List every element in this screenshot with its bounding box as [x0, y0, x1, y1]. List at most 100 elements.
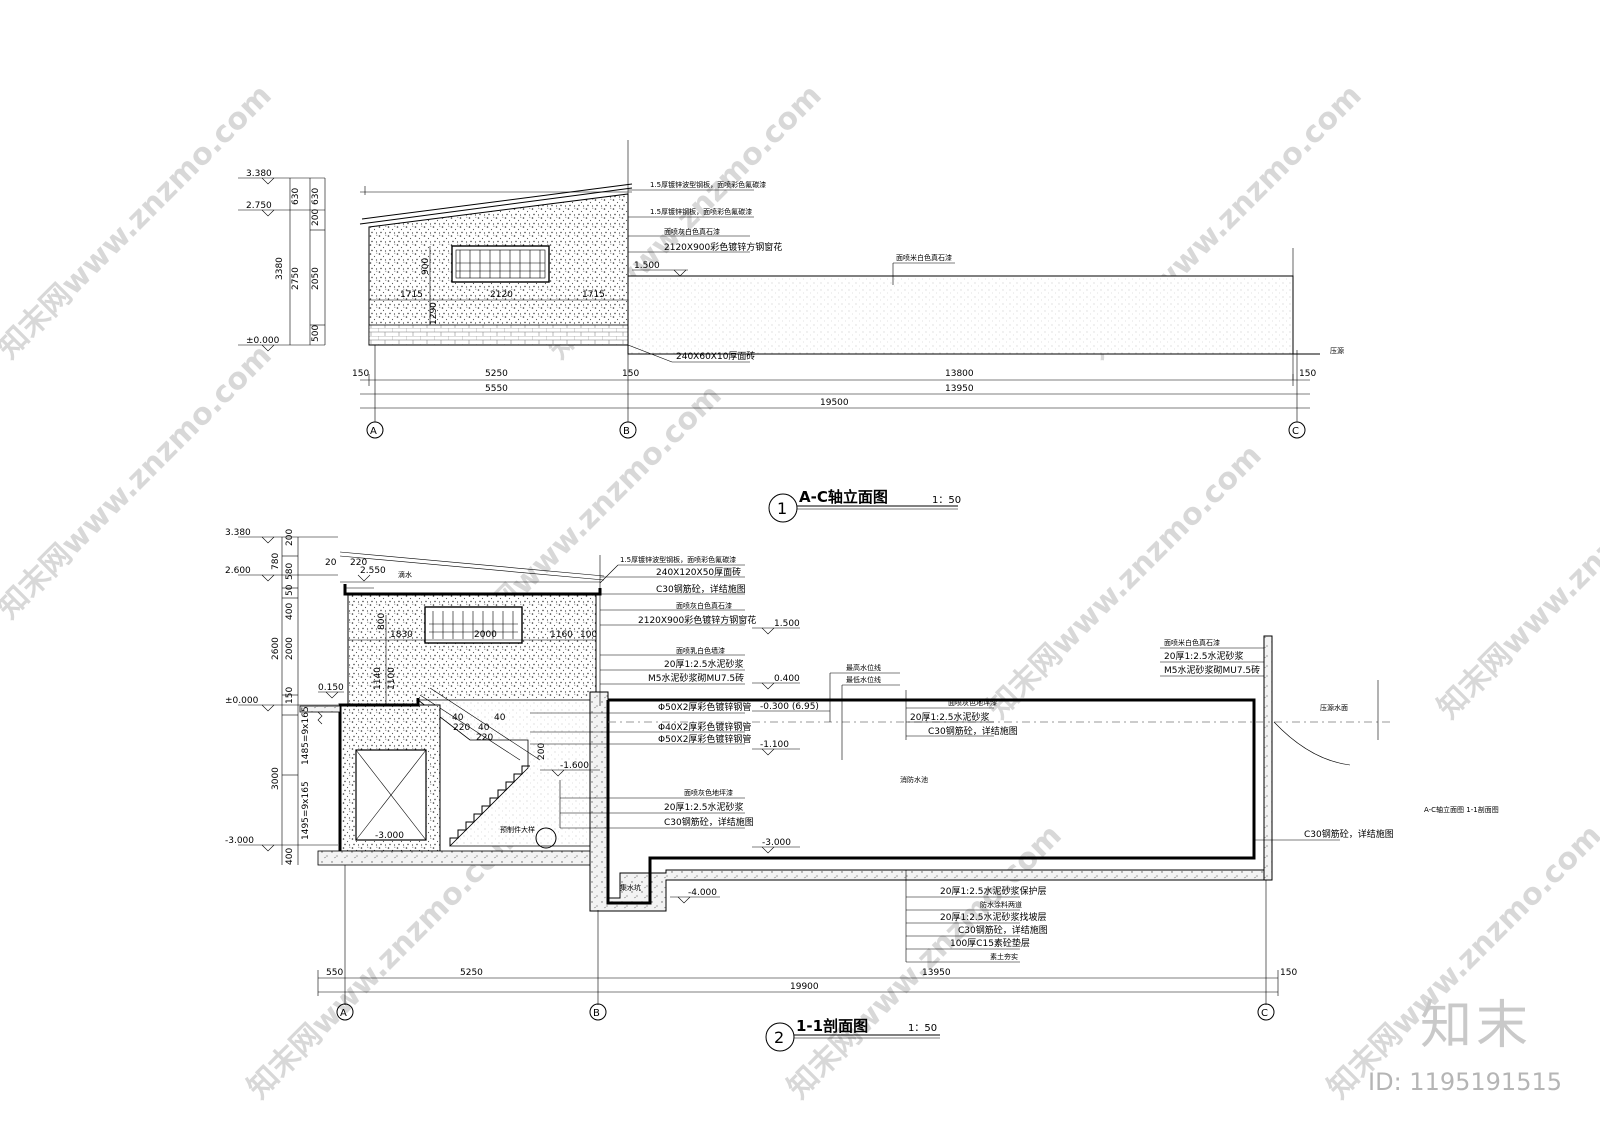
- dim-label: 150: [1299, 369, 1316, 379]
- dim-label: 200: [285, 529, 295, 546]
- note: 面喷米白色真石漆: [896, 253, 952, 262]
- note: 1.5厚镀锌钢板，面喷彩色氟碳漆: [650, 207, 752, 216]
- level-label: 1.500: [634, 261, 660, 271]
- dim-label: 2120: [490, 290, 513, 300]
- section-stair: [416, 699, 597, 847]
- svg-text:1-1剖面图: 1-1剖面图: [796, 1017, 868, 1035]
- note: 20厚1:2.5水泥砂浆找坡层: [940, 911, 1047, 923]
- dim-label: 40: [478, 723, 490, 733]
- dim-label: 150: [285, 687, 295, 704]
- dim-label: 200: [537, 743, 547, 760]
- dim-label: 2000: [474, 630, 497, 640]
- dim-label: 1290: [429, 302, 439, 325]
- note: 100厚C15素砼垫层: [950, 937, 1030, 949]
- dim-label: 19900: [790, 982, 819, 992]
- dim-label: 5550: [485, 384, 508, 394]
- elevation-plinth: [368, 324, 629, 346]
- dim-label: 13950: [945, 384, 974, 394]
- axis-marker-c: C: [1257, 1003, 1275, 1021]
- level-label: ±0.000: [246, 336, 280, 346]
- stair-label: 预制件大样: [500, 825, 535, 834]
- dim-label: 100: [580, 630, 597, 640]
- note: 20厚1:2.5水泥砂浆: [664, 801, 744, 813]
- svg-text:C: C: [1292, 426, 1299, 437]
- note: M5水泥砂浆砌MU7.5砖: [1164, 664, 1260, 676]
- dim-label: 2600: [271, 637, 281, 660]
- id-label: ID: 1195191515: [1368, 1068, 1562, 1096]
- level-label: -0.300 (6.95): [760, 702, 819, 712]
- note: 20厚1:2.5水泥砂浆保护层: [940, 885, 1047, 897]
- note: Φ40X2厚彩色镀锌钢管: [658, 721, 751, 733]
- watermark: 知末网www.znzmo.com: [0, 338, 279, 626]
- svg-text:1：50: 1：50: [932, 495, 961, 506]
- level-label: -4.000: [688, 888, 717, 898]
- note: 1.5厚镀锌波型钢板，面喷彩色氟碳漆: [650, 180, 766, 189]
- dim-label: 2000: [285, 637, 295, 660]
- watermark: 知末网www.znzmo.com: [0, 78, 279, 366]
- svg-text:A-C轴立面图: A-C轴立面图: [799, 488, 888, 506]
- level-label: ±0.000: [225, 696, 259, 706]
- note: 2120X900彩色镀锌方钢窗花: [638, 614, 756, 626]
- dim-label: 150: [352, 369, 369, 379]
- note: 面喷乳白色墙漆: [676, 646, 725, 655]
- svg-text:2: 2: [774, 1028, 784, 1047]
- dim-label: 220: [350, 558, 367, 568]
- axis-marker-b: B: [619, 421, 637, 439]
- level-label: -1.600: [560, 761, 589, 771]
- svg-text:B: B: [593, 1008, 600, 1019]
- level-label: -3.000: [762, 838, 791, 848]
- note: 20厚1:2.5水泥砂浆: [664, 658, 744, 670]
- dim-label: 20: [325, 558, 337, 568]
- note: 面喷灰色地坪漆: [684, 788, 733, 797]
- dim-label: 1100: [387, 667, 397, 690]
- dim-label: 50: [285, 584, 295, 596]
- view-title-2: 2 1-1剖面图 1：50: [765, 1017, 940, 1052]
- note: C30钢筋砼，详结施图: [958, 924, 1048, 936]
- watermark: 知末网www.znzmo.com: [981, 438, 1269, 726]
- svg-text:A: A: [370, 426, 377, 437]
- dim-label: 1715: [400, 290, 423, 300]
- note: 素土夯实: [990, 952, 1018, 961]
- note: Φ50X2厚彩色镀锌钢管: [658, 733, 751, 745]
- dim-label: 400: [285, 848, 295, 865]
- note: 1.5厚镀锌波型钢板，面喷彩色氟碳漆: [620, 555, 736, 564]
- section-view: 1830 2000 1160 100 800 1140 1100 40 40 2…: [225, 528, 1499, 1052]
- watermark: 知末网www.znzmo.com: [1321, 818, 1600, 1106]
- svg-text:A: A: [340, 1008, 347, 1019]
- dim-label: 1830: [390, 630, 413, 640]
- note: 面喷灰色地坪漆: [948, 698, 997, 707]
- dim-label: 1140: [373, 667, 383, 690]
- level-label: 2.750: [246, 201, 272, 211]
- water-level: 最低水位线: [846, 675, 881, 684]
- dim-label: 800: [377, 613, 387, 630]
- note: 240X60X10厚面砖: [676, 350, 755, 362]
- dim-label: 2050: [311, 267, 321, 290]
- top-label: 滴水: [398, 570, 412, 579]
- dim-label: 2750: [291, 267, 301, 290]
- level-label: 2.550: [360, 566, 386, 576]
- dim-label: 580: [285, 563, 295, 580]
- dim-label: 13800: [945, 369, 974, 379]
- section-window: [424, 606, 523, 644]
- dim-label: 19500: [820, 398, 849, 408]
- dim-label: 1160: [550, 630, 573, 640]
- watermark: 知末网www.znzmo.com: [1431, 438, 1600, 726]
- dim-label: 500: [311, 325, 321, 342]
- level-label: 2.600: [225, 566, 251, 576]
- dim-label: 3000: [271, 767, 281, 790]
- note: 240X120X50厚面砖: [656, 566, 741, 578]
- ground-label: 压源: [1330, 346, 1344, 355]
- note: 面喷灰白色真石漆: [664, 227, 720, 236]
- elevation-window: [451, 245, 550, 283]
- dim-label: 780: [271, 553, 281, 570]
- note: C30钢筋砼，详结施图: [656, 583, 746, 595]
- level-label: 0.150: [318, 683, 344, 693]
- level-label: 0.400: [774, 674, 800, 684]
- dim-label: 550: [326, 968, 343, 978]
- dim-label: 5250: [460, 968, 483, 978]
- level-label: 1.500: [774, 619, 800, 629]
- note: C30钢筋砼，详结施图: [1304, 828, 1394, 840]
- level-label: -3.000: [225, 836, 254, 846]
- dim-label: 5250: [485, 369, 508, 379]
